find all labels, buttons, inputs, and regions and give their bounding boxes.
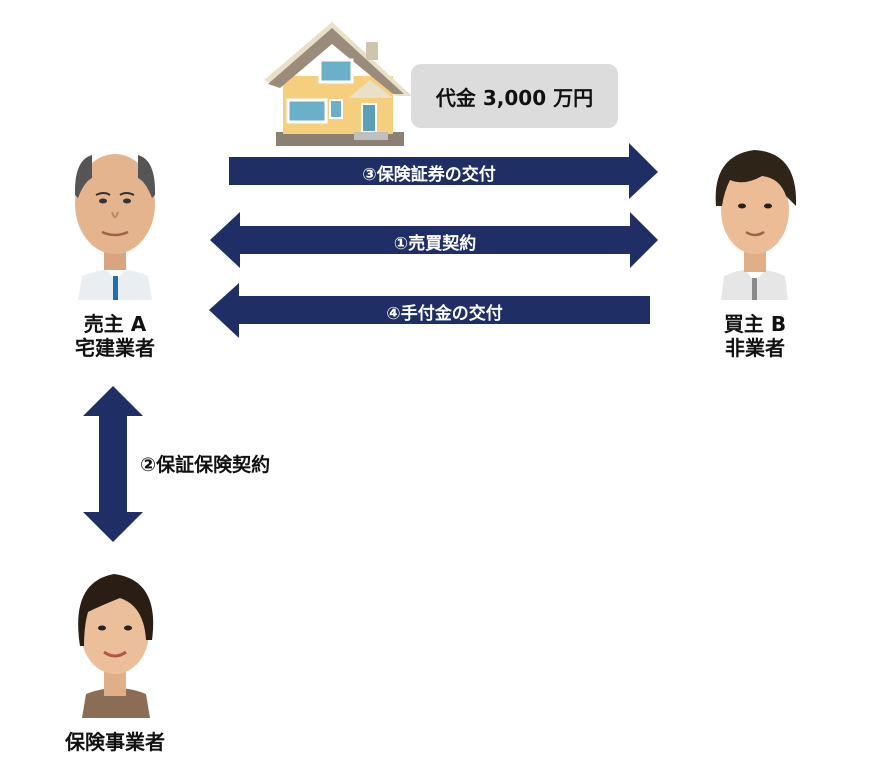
arrow-2-label: ②保証保険契約 bbox=[140, 454, 271, 476]
seller-label: 売主 A 宅建業者 bbox=[55, 312, 175, 360]
buyer-role: 買主 B bbox=[723, 312, 787, 336]
arrow-1-label: ①売買契約 bbox=[393, 234, 477, 254]
seller-avatar bbox=[74, 154, 156, 300]
buyer-avatar bbox=[715, 150, 797, 300]
buyer-label: 買主 B 非業者 bbox=[695, 312, 815, 360]
arrow-3-label: ③保険証券の交付 bbox=[362, 165, 496, 185]
arrow-4-label: ④手付金の交付 bbox=[386, 304, 503, 324]
arrow-1-sales-contract bbox=[210, 212, 658, 268]
seller-type: 宅建業者 bbox=[75, 336, 155, 360]
buyer-type: 非業者 bbox=[725, 336, 785, 360]
house-icon bbox=[264, 22, 412, 146]
arrow-2-guarantee-insurance bbox=[83, 386, 143, 542]
seller-role: 売主 A bbox=[83, 312, 147, 336]
price-label: 代金 3,000 万円 bbox=[411, 64, 618, 128]
insurer-label: 保険事業者 bbox=[65, 730, 165, 754]
arrow-4-deposit-payment bbox=[209, 283, 650, 338]
arrow-3-insurance-certificate bbox=[229, 143, 658, 199]
insurer-avatar bbox=[78, 574, 154, 718]
